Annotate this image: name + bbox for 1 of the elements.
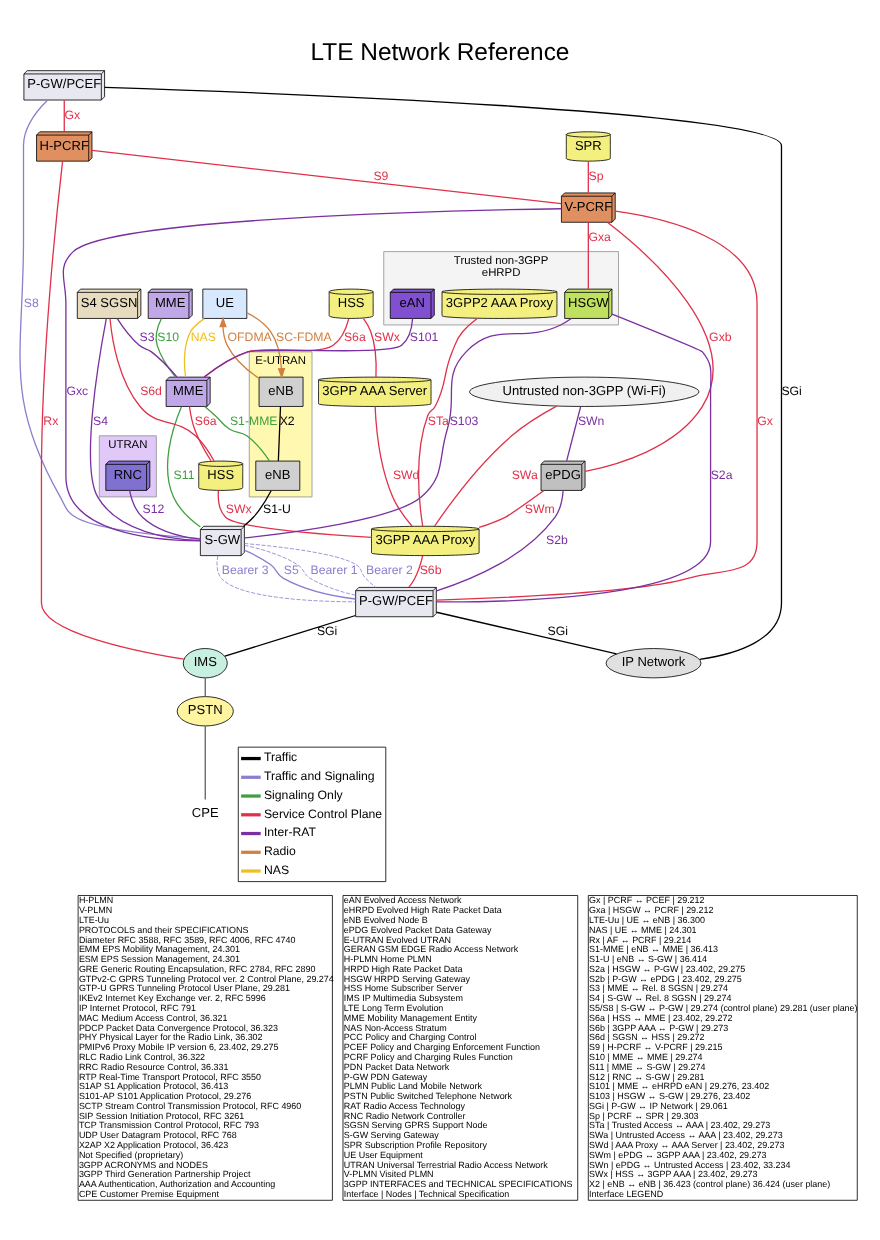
diagram-title: LTE Network Reference (310, 38, 570, 67)
